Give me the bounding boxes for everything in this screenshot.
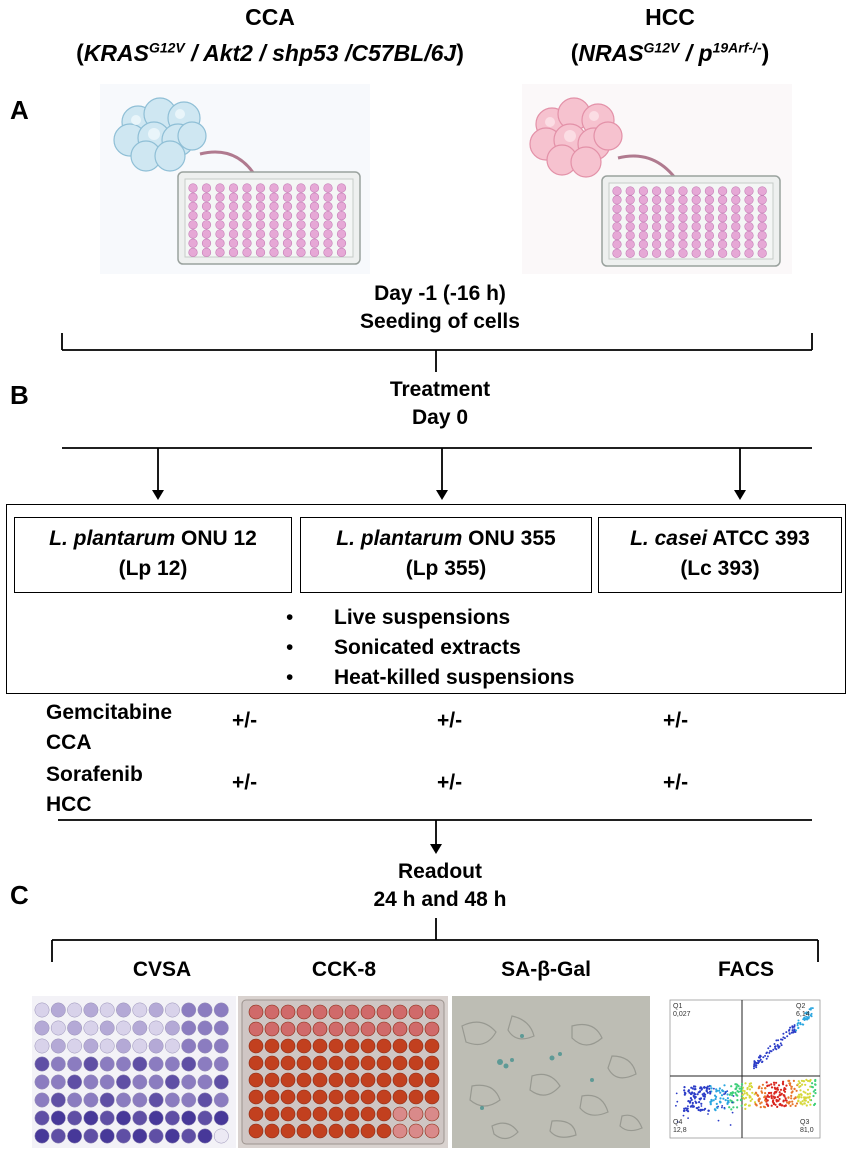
preparation-list: Live suspensions Sonicated extracts Heat…	[286, 603, 666, 693]
strain-name: ONU 355	[462, 527, 556, 550]
seeding-day: Day -1 (-16 h)	[374, 282, 506, 305]
cca-title: CCA	[245, 4, 295, 30]
hcc-title: HCC	[645, 4, 695, 30]
assay-label-sabgal: SA-β-Gal	[501, 958, 591, 981]
strain-name: ATCC 393	[707, 527, 810, 550]
strain-box-lc393: L. casei ATCC 393 (Lc 393)	[598, 517, 842, 593]
cca-seeding-illustration	[100, 84, 370, 274]
list-item: Sonicated extracts	[286, 633, 666, 663]
cca-genotype: (KRASG12V / Akt2 / shp53 /C57BL/6J)	[76, 39, 464, 66]
panel-label-a: A	[10, 95, 29, 125]
panel-label-b: B	[10, 380, 29, 410]
assay-label-cvsa: CVSA	[132, 958, 192, 981]
strain-box-lp355: L. plantarum ONU 355 (Lp 355)	[300, 517, 592, 593]
hcc-header: HCC (NRASG12V / p19Arf-/-)	[520, 2, 820, 68]
treatment-day: Day 0	[411, 406, 469, 429]
readout-time: 24 h and 48 h	[373, 888, 507, 911]
seeding-step: Day -1 (-16 h) Seeding of cells	[290, 280, 590, 336]
gemcitabine-lp12-mark: +/-	[232, 709, 258, 732]
sa-beta-gal-micrograph	[452, 996, 650, 1148]
cvsa-plate-image	[32, 996, 236, 1148]
seeding-label: Seeding of cells	[360, 310, 520, 333]
cck8-plate-image	[238, 996, 448, 1148]
readout-label: Readout	[398, 860, 482, 883]
facs-q3-value: 81,0	[800, 1127, 814, 1134]
hcc-genotype: (NRASG12V / p19Arf-/-)	[570, 39, 770, 66]
facs-q2-label: Q2	[796, 1003, 805, 1010]
facs-q1-label: Q1	[673, 1003, 682, 1010]
drug-model: CCA	[46, 731, 92, 754]
list-item: Heat-killed suspensions	[286, 663, 666, 693]
drug-name: Gemcitabine	[46, 701, 173, 724]
gemcitabine-lp355-mark: +/-	[437, 709, 463, 732]
treatment-step: Treatment Day 0	[290, 376, 590, 432]
strain-short: (Lc 393)	[680, 557, 760, 580]
drug-model: HCC	[46, 793, 92, 816]
gemcitabine-lc393-mark: +/-	[663, 709, 689, 732]
facs-q4-value: 12,8	[673, 1127, 687, 1134]
list-item: Live suspensions	[286, 603, 666, 633]
sorafenib-lp12-mark: +/-	[232, 771, 258, 794]
arrow-down-icon	[430, 844, 442, 854]
strain-species: L. plantarum	[49, 527, 176, 550]
well-plate-icon	[601, 175, 781, 267]
well-plate-icon	[177, 171, 361, 265]
drug-gemcitabine: Gemcitabine CCA	[46, 698, 172, 758]
arrow-down-icon	[734, 490, 746, 500]
facs-q2-value: 6,14	[796, 1011, 810, 1018]
strain-box-lp12: L. plantarum ONU 12 (Lp 12)	[14, 517, 292, 593]
cca-cell-cluster-icon	[113, 97, 361, 265]
assay-label-cck8: CCK-8	[311, 958, 377, 981]
facs-q3-label: Q3	[800, 1119, 809, 1126]
strain-species: L. casei	[630, 527, 708, 550]
strain-short: (Lp 355)	[405, 557, 487, 580]
sorafenib-lp355-mark: +/-	[437, 771, 463, 794]
panel-label-c: C	[10, 880, 29, 910]
arrow-down-icon	[152, 490, 164, 500]
hcc-seeding-illustration	[522, 84, 792, 274]
strain-name: ONU 12	[175, 527, 257, 550]
arrow-down-icon	[436, 490, 448, 500]
drug-name: Sorafenib	[46, 763, 143, 786]
sorafenib-lc393-mark: +/-	[663, 771, 689, 794]
facs-q4-label: Q4	[673, 1119, 682, 1126]
cca-header: CCA (KRASG12V / Akt2 / shp53 /C57BL/6J)	[40, 2, 500, 68]
hcc-cell-cluster-icon	[529, 97, 781, 267]
strain-panel	[6, 504, 846, 694]
readout-step: Readout 24 h and 48 h	[290, 858, 590, 914]
strain-species: L. plantarum	[336, 527, 463, 550]
assay-label-facs: FACS	[717, 958, 774, 981]
treatment-label: Treatment	[389, 378, 491, 401]
strain-short: (Lp 12)	[118, 557, 188, 580]
facs-q1-value: 0,027	[673, 1011, 691, 1018]
drug-sorafenib: Sorafenib HCC	[46, 760, 143, 820]
facs-plot-image: Q1 0,027 Q2 6,14 Q4 12,8 Q3 81,0	[654, 996, 824, 1148]
